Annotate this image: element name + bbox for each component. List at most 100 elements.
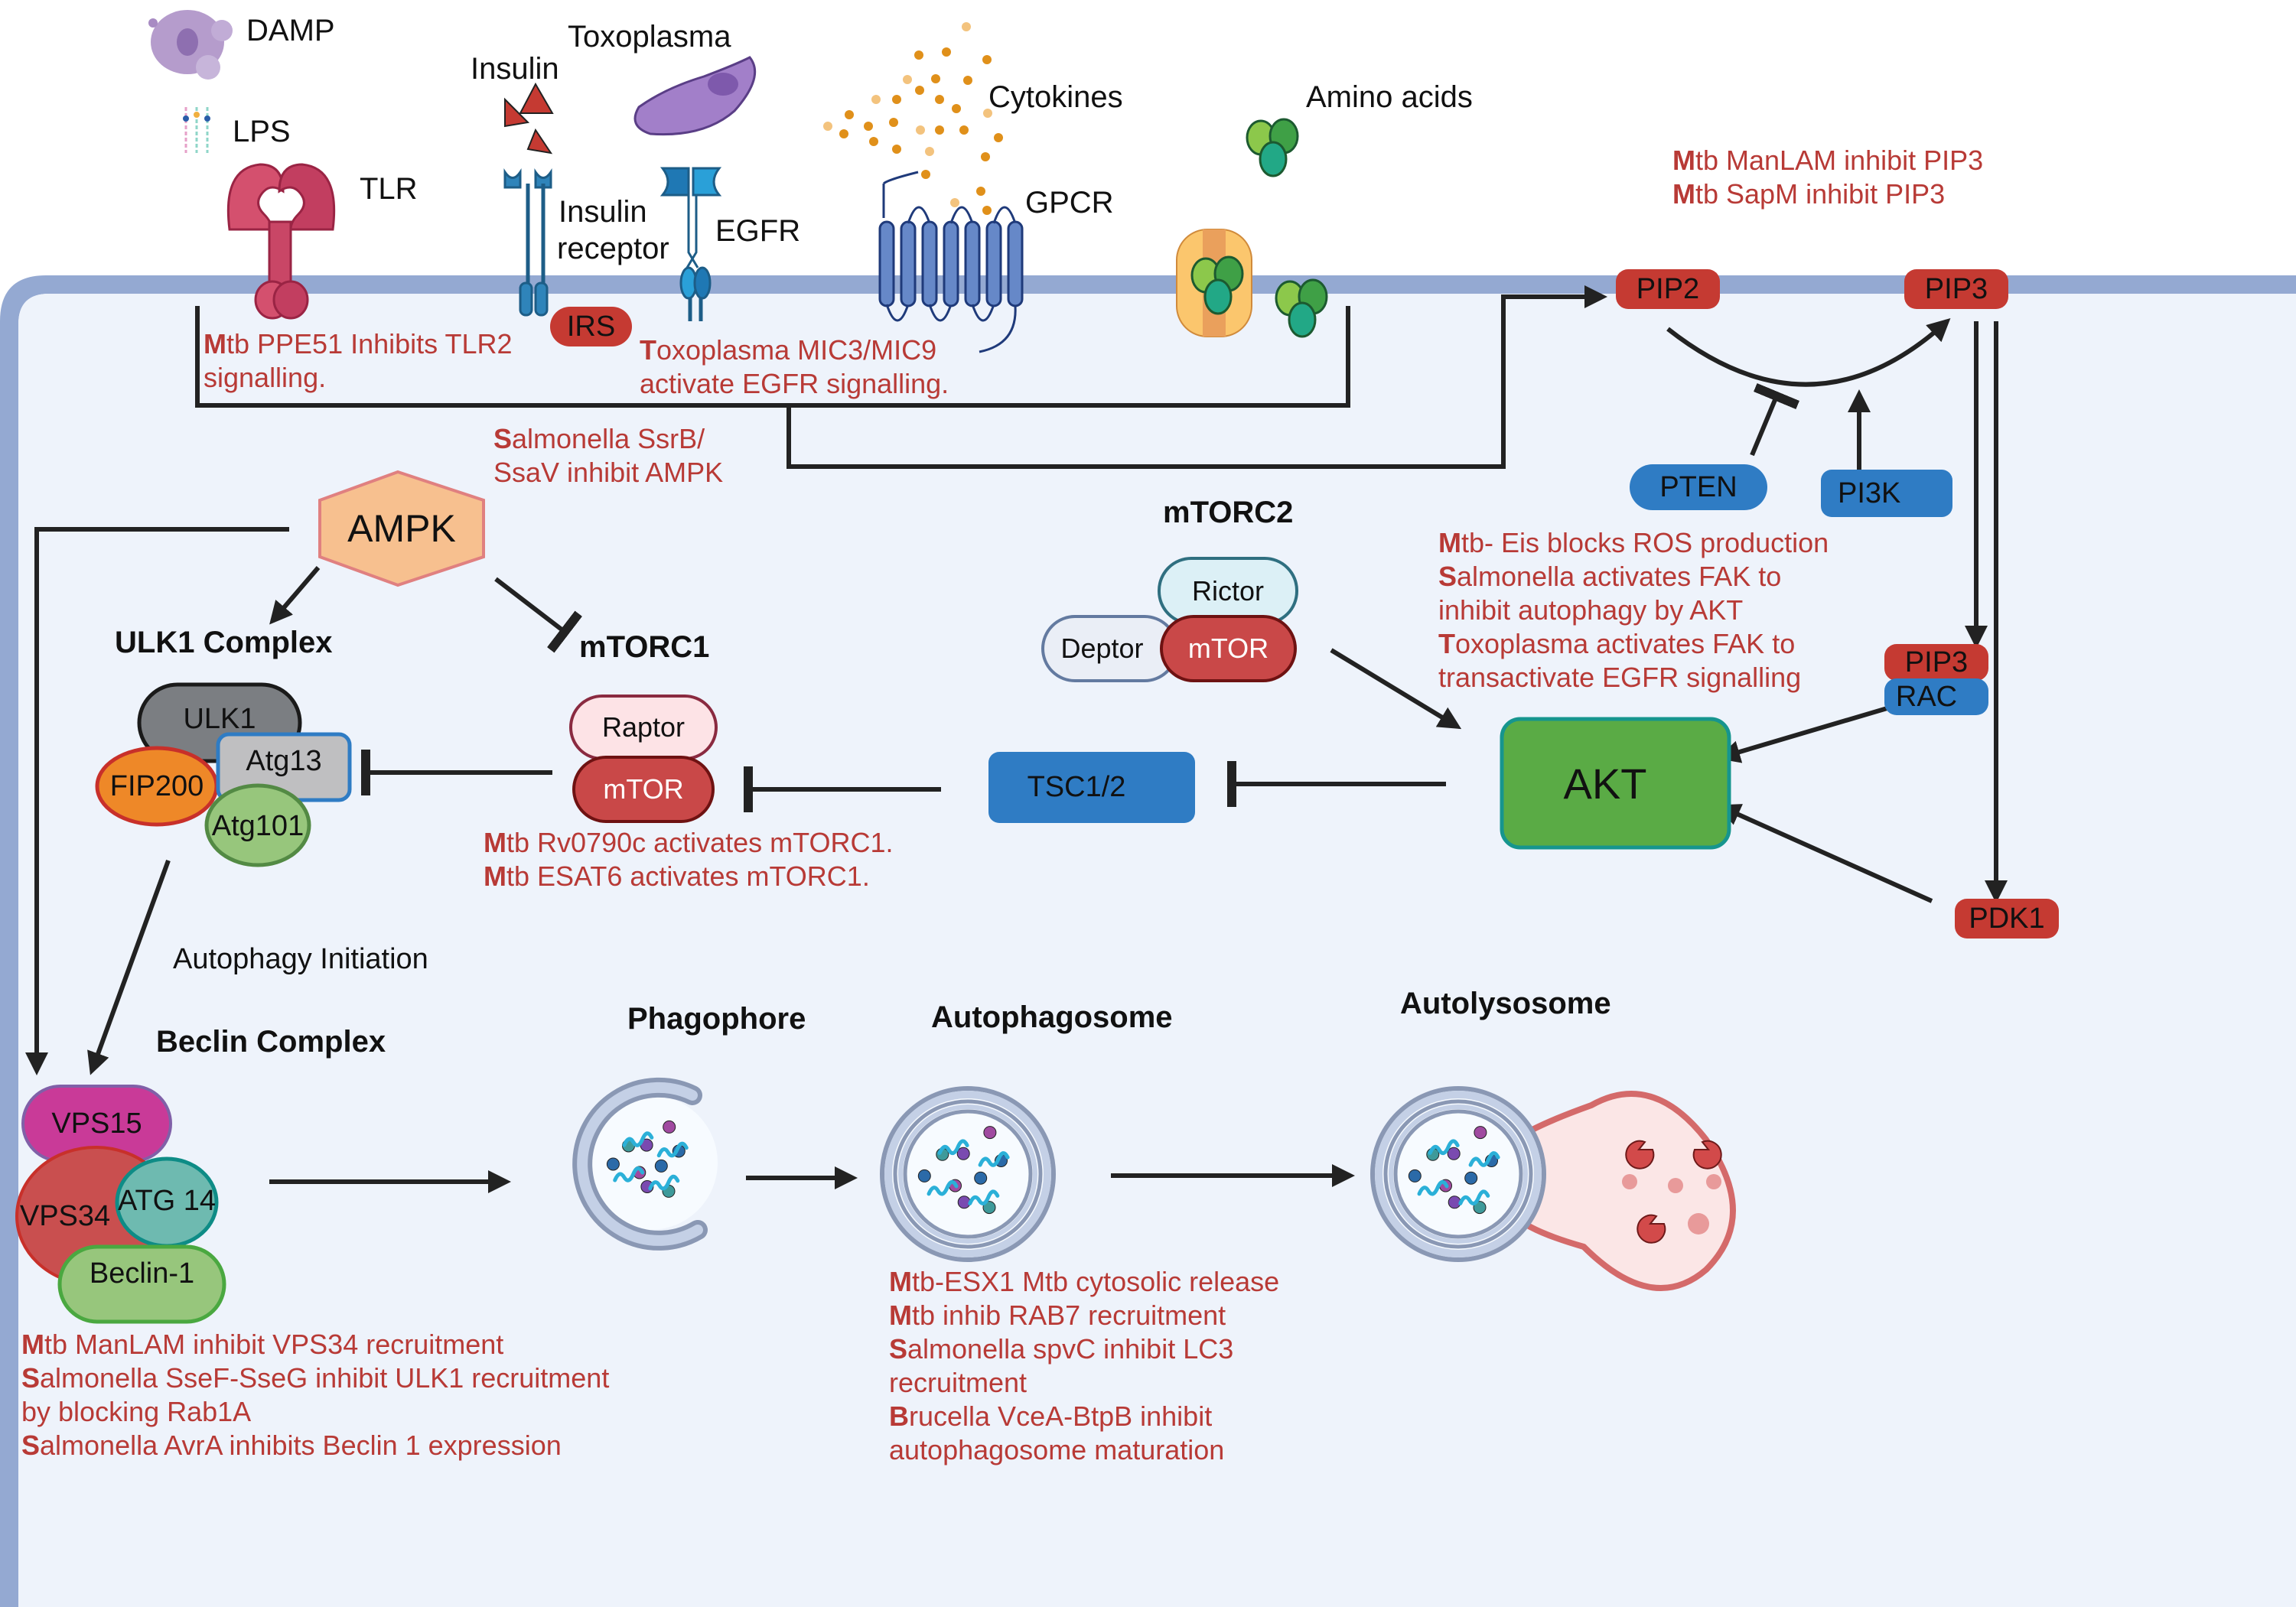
gpcr-helix [985, 220, 1002, 307]
pip2-node [1616, 269, 1720, 309]
cargo-particle [1408, 1169, 1422, 1182]
vps15-label: VPS15 [51, 1107, 142, 1140]
note-initial: T [640, 334, 656, 366]
gpcr-helix [921, 220, 938, 307]
cargo-strand [978, 1151, 1010, 1167]
cargo-particle [1464, 1171, 1478, 1185]
note-initial: M [204, 328, 226, 359]
note-initial: S [21, 1430, 41, 1461]
pdk1-node [1955, 899, 2059, 939]
cytokine-dot [889, 118, 898, 127]
ulk1-to-beclin-line [87, 859, 171, 1075]
mtorc1-pathogen-note: Mtb Rv0790c activates mTORC1.Mtb ESAT6 a… [484, 826, 894, 893]
note-initial: S [21, 1362, 41, 1394]
cytokine-dot [942, 47, 951, 57]
gpcr-loop [992, 206, 1017, 224]
cargo-particle [606, 1157, 620, 1171]
note-initial: M [1438, 527, 1461, 558]
cargo-particle [1473, 1201, 1487, 1215]
cargo-particle [917, 1169, 931, 1182]
pip3-top-node [1904, 269, 2008, 309]
tlr-receptor-icon [226, 163, 336, 320]
pip2-label: PIP2 [1636, 272, 1700, 305]
cargo-particle [1474, 1126, 1487, 1140]
lps-label: LPS [233, 115, 291, 148]
akt-label: AKT [1563, 759, 1647, 808]
mtorc2-title: mTORC2 [1163, 496, 1294, 529]
note-line: Salmonella spvC inhibit LC3 [889, 1333, 1234, 1365]
cytokine-dot [839, 129, 848, 138]
note-line: Salmonella AvrA inhibits Beclin 1 expres… [21, 1430, 562, 1461]
atg13-label: Atg13 [246, 744, 322, 777]
gpcr-tail [979, 305, 1017, 353]
mtor-c2-node [1160, 615, 1297, 682]
pip3-rac-top-node [1884, 644, 1988, 681]
note-initial: M [484, 827, 506, 858]
note-line: Mtb SapM inhibit PIP3 [1672, 178, 1946, 210]
cytokine-dot [983, 109, 992, 118]
tlr-label: TLR [360, 172, 418, 206]
note-initial: S [889, 1333, 908, 1365]
cytokine-dot [952, 104, 961, 113]
cargo-particle [974, 1171, 988, 1185]
vps34-label: VPS34 [19, 1199, 111, 1232]
cargo-particle [982, 1201, 996, 1215]
ulk1-label: ULK1 [183, 702, 256, 735]
cytokine-dot [914, 50, 923, 60]
irs-node [550, 307, 632, 346]
cargo-strand [613, 1166, 645, 1182]
cytokine-dot [845, 110, 854, 119]
gpcr-helices [878, 206, 1024, 353]
toxoplasma-label: Toxoplasma [568, 20, 731, 54]
note-initial: M [1672, 145, 1695, 176]
cytokine-dot [921, 170, 930, 179]
irs-label: IRS [566, 310, 616, 343]
damp-icon [148, 10, 233, 80]
note-initial: M [21, 1329, 44, 1360]
pdk1-to-akt-line [1717, 804, 1933, 903]
cargo-strand [927, 1179, 959, 1196]
lps-icon [183, 107, 210, 153]
note-line: Salmonella SsrB/ [493, 423, 705, 454]
gpcr-helix [1007, 220, 1024, 307]
gpcr-loop [928, 304, 953, 322]
cytokine-dot [976, 187, 985, 196]
note-initial: M [889, 1300, 912, 1331]
cytokines-label: Cytokines [988, 80, 1123, 114]
deptor-label: Deptor [1060, 633, 1144, 664]
cytokine-dot [916, 125, 925, 135]
akt-node [1500, 717, 1731, 850]
cytokine-dot [982, 55, 992, 64]
beclin1-label: Beclin-1 [89, 1257, 195, 1290]
cargo-particle [663, 1120, 676, 1134]
cytokine-dot [925, 147, 934, 156]
receptor-bracket-line [195, 306, 1350, 408]
pip3-top-label: PIP3 [1924, 272, 1988, 305]
amino-acids-icon [1246, 118, 1299, 177]
pi3k-node [1821, 470, 1952, 517]
insulin-receptor-label-line1: Insulin [559, 195, 647, 229]
atg14-label: ATG 14 [117, 1184, 217, 1217]
note-line: by blocking Rab1A [21, 1396, 252, 1427]
gpcr-label: GPCR [1025, 186, 1114, 220]
note-line: recruitment [889, 1367, 1028, 1398]
cargo-strand [1428, 1139, 1460, 1156]
note-line: Mtb ManLAM inhibit PIP3 [1672, 145, 1984, 176]
ulk1-complex-title: ULK1 Complex [115, 626, 333, 659]
note-initial: S [493, 423, 513, 454]
amino-acids-label: Amino acids [1306, 80, 1473, 114]
note-initial: S [1438, 561, 1457, 592]
note-line: Mtb-ESX1 Mtb cytosolic release [889, 1266, 1280, 1297]
cargo-strand [1417, 1179, 1449, 1196]
note-line: Mtb ManLAM inhibit VPS34 recruitment [21, 1329, 504, 1360]
insulin-icon [504, 82, 554, 155]
cytokine-dot [869, 137, 878, 146]
note-line: Brucella VceA-BtpB inhibit [889, 1400, 1213, 1432]
cytokine-dot [892, 145, 901, 154]
note-initial: M [484, 860, 506, 892]
insulin-receptor-icon [503, 168, 552, 317]
